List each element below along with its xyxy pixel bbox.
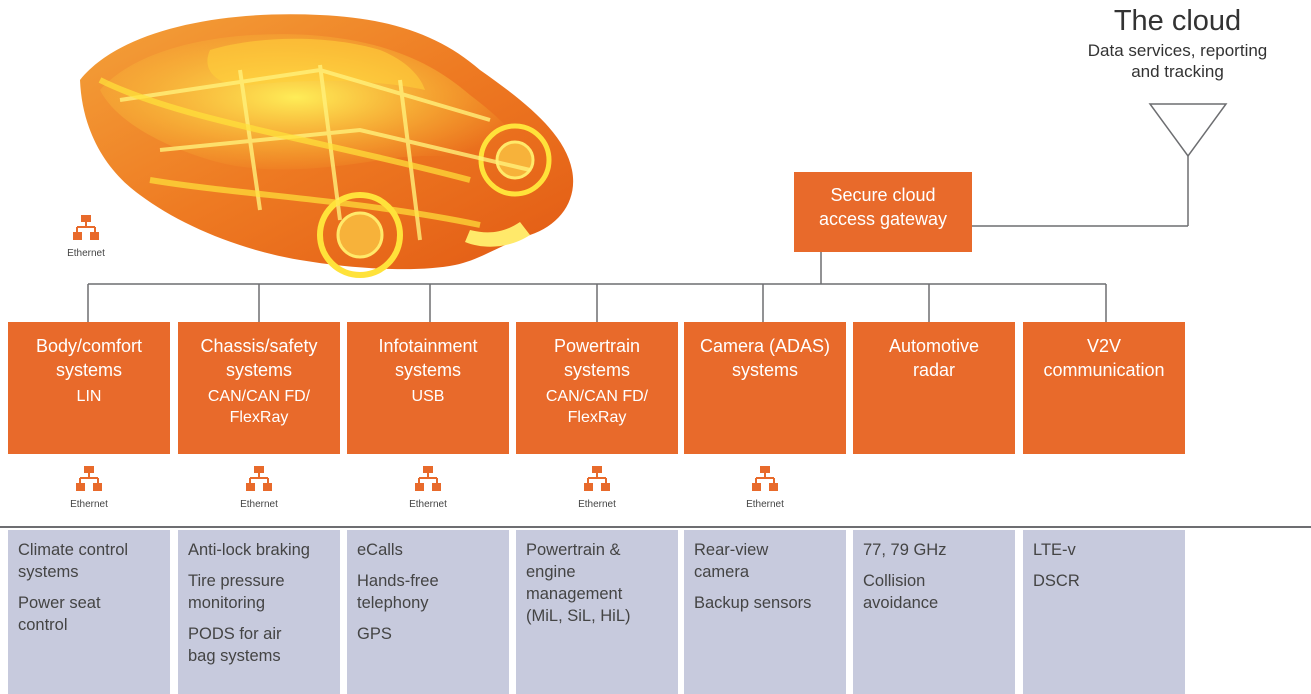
cloud-title: The cloud (1113, 5, 1242, 37)
system-title: Infotainment systems (378, 336, 478, 380)
ethernet-camera-adas: Ethernet (729, 465, 801, 510)
ethernet-car: Ethernet (50, 214, 122, 259)
details-powertrain: Powertrain & engine management (MiL, SiL… (516, 530, 678, 694)
system-infotainment: Infotainment systems USB (347, 322, 509, 454)
detail-item: 77, 79 GHz (863, 541, 947, 559)
detail-item: Hands-free telephony (357, 572, 439, 612)
divider-line (0, 526, 1311, 528)
system-title: Body/comfort systems (35, 336, 143, 380)
detail-item: GPS (357, 625, 392, 643)
detail-item: Climate control systems (18, 541, 129, 581)
detail-item: Rear-view camera (694, 541, 769, 581)
detail-item: LTE-v (1033, 541, 1076, 559)
details-camera-adas: Rear-view camera Backup sensors (684, 530, 846, 694)
cloud-subtitle: Data services, reporting and tracking (1087, 41, 1268, 81)
details-v2v: LTE-v DSCR (1023, 530, 1185, 694)
detail-item: PODS for air bag systems (188, 625, 282, 665)
ethernet-icon (73, 215, 99, 240)
ethernet-label: Ethernet (409, 499, 447, 510)
details-automotive-radar: 77, 79 GHz Collision avoidance (853, 530, 1015, 694)
ethernet-icon (752, 466, 778, 491)
system-protocol: CAN/CAN FD/ FlexRay (545, 388, 649, 426)
details-infotainment: eCalls Hands-free telephony GPS (347, 530, 509, 694)
detail-item: eCalls (357, 541, 403, 559)
system-powertrain: Powertrain systems CAN/CAN FD/ FlexRay (516, 322, 678, 454)
system-protocol: LIN (76, 388, 102, 405)
ethernet-icon (584, 466, 610, 491)
ethernet-icon (76, 466, 102, 491)
detail-item: Power seat control (18, 594, 101, 634)
ethernet-icon (415, 466, 441, 491)
detail-item: Backup sensors (694, 594, 812, 612)
system-automotive-radar: Automotive radar (853, 322, 1015, 454)
ethernet-chassis-safety: Ethernet (223, 465, 295, 510)
system-camera-adas: Camera (ADAS) systems (684, 322, 846, 454)
system-body-comfort: Body/comfort systems LIN (8, 322, 170, 454)
ethernet-body-comfort: Ethernet (53, 465, 125, 510)
car-illustration (80, 14, 574, 278)
detail-item: Anti-lock braking (188, 541, 310, 559)
ethernet-label: Ethernet (746, 499, 784, 510)
ethernet-label: Ethernet (67, 248, 105, 259)
details-body-comfort: Climate control systems Power seat contr… (8, 530, 170, 694)
system-title: Powertrain systems (553, 336, 641, 380)
detail-item: Collision avoidance (863, 572, 939, 612)
system-title: Automotive radar (888, 336, 980, 380)
ethernet-label: Ethernet (578, 499, 616, 510)
ethernet-label: Ethernet (70, 499, 108, 510)
secure-cloud-gateway: Secure cloud access gateway (794, 172, 972, 252)
system-title: Chassis/safety systems (200, 336, 318, 380)
details-chassis-safety: Anti-lock braking Tire pressure monitori… (178, 530, 340, 694)
system-protocol: USB (411, 388, 445, 405)
antenna-icon (972, 103, 1228, 227)
ethernet-icon (246, 466, 272, 491)
system-chassis-safety: Chassis/safety systems CAN/CAN FD/ FlexR… (178, 322, 340, 454)
detail-item: DSCR (1033, 572, 1080, 590)
system-v2v: V2V communication (1023, 322, 1185, 454)
ethernet-infotainment: Ethernet (392, 465, 464, 510)
ethernet-powertrain: Ethernet (561, 465, 633, 510)
system-protocol: CAN/CAN FD/ FlexRay (207, 388, 311, 426)
ethernet-label: Ethernet (240, 499, 278, 510)
detail-item: Powertrain & engine management (MiL, SiL… (526, 541, 631, 625)
system-title: Camera (ADAS) systems (699, 336, 831, 380)
system-title: V2V communication (1043, 336, 1165, 380)
detail-item: Tire pressure monitoring (188, 572, 285, 612)
